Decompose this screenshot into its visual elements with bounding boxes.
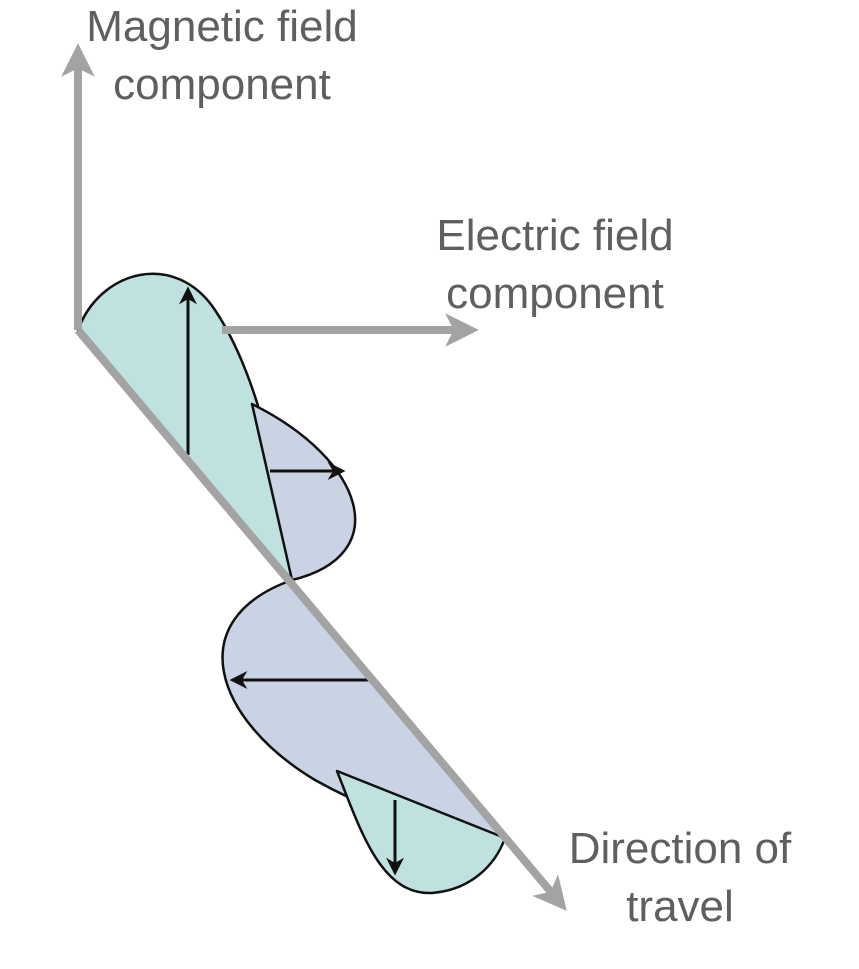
electric-label-line-2: component (446, 269, 664, 318)
electric-lobe-upper (250, 402, 357, 582)
electric-field-label: Electric field component (400, 207, 710, 323)
travel-axis-arrow (74, 327, 567, 911)
direction-label-line-1: Direction of (568, 824, 792, 873)
magnetic-label-line-1: Magnetic field (86, 2, 358, 51)
magnetic-label-line-2: component (113, 60, 331, 109)
direction-label-line-2: travel (626, 882, 734, 931)
direction-of-travel-label: Direction of travel (540, 820, 820, 936)
electric-label-line-1: Electric field (436, 211, 674, 260)
magnetic-lobe-lower (335, 769, 507, 895)
magnetic-field-label: Magnetic field component (62, 0, 382, 114)
